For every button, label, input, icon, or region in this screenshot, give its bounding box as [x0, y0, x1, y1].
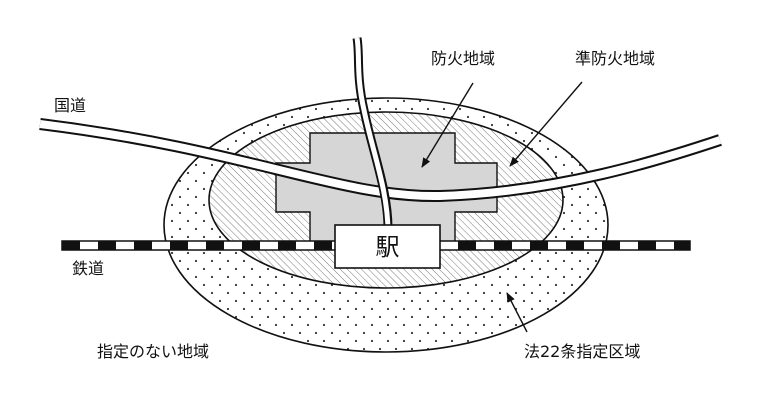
- railway-label: 鉄道: [72, 259, 104, 278]
- article22-zone-label: 法22条指定区域: [524, 342, 640, 361]
- station-box: [334, 224, 441, 269]
- undesignated-area-label: 指定のない地域: [97, 342, 209, 361]
- fire-zone-arrow: [421, 82, 474, 168]
- quasi-fire-prevention-zone-label: 準防火地域: [575, 49, 655, 68]
- article22-zone-arrow: [506, 292, 528, 333]
- quasi-zone-arrow: [509, 81, 583, 167]
- national-road-label: 国道: [54, 96, 86, 115]
- station-label: 駅: [376, 233, 400, 261]
- fire-prevention-zone-label: 防火地域: [431, 49, 495, 68]
